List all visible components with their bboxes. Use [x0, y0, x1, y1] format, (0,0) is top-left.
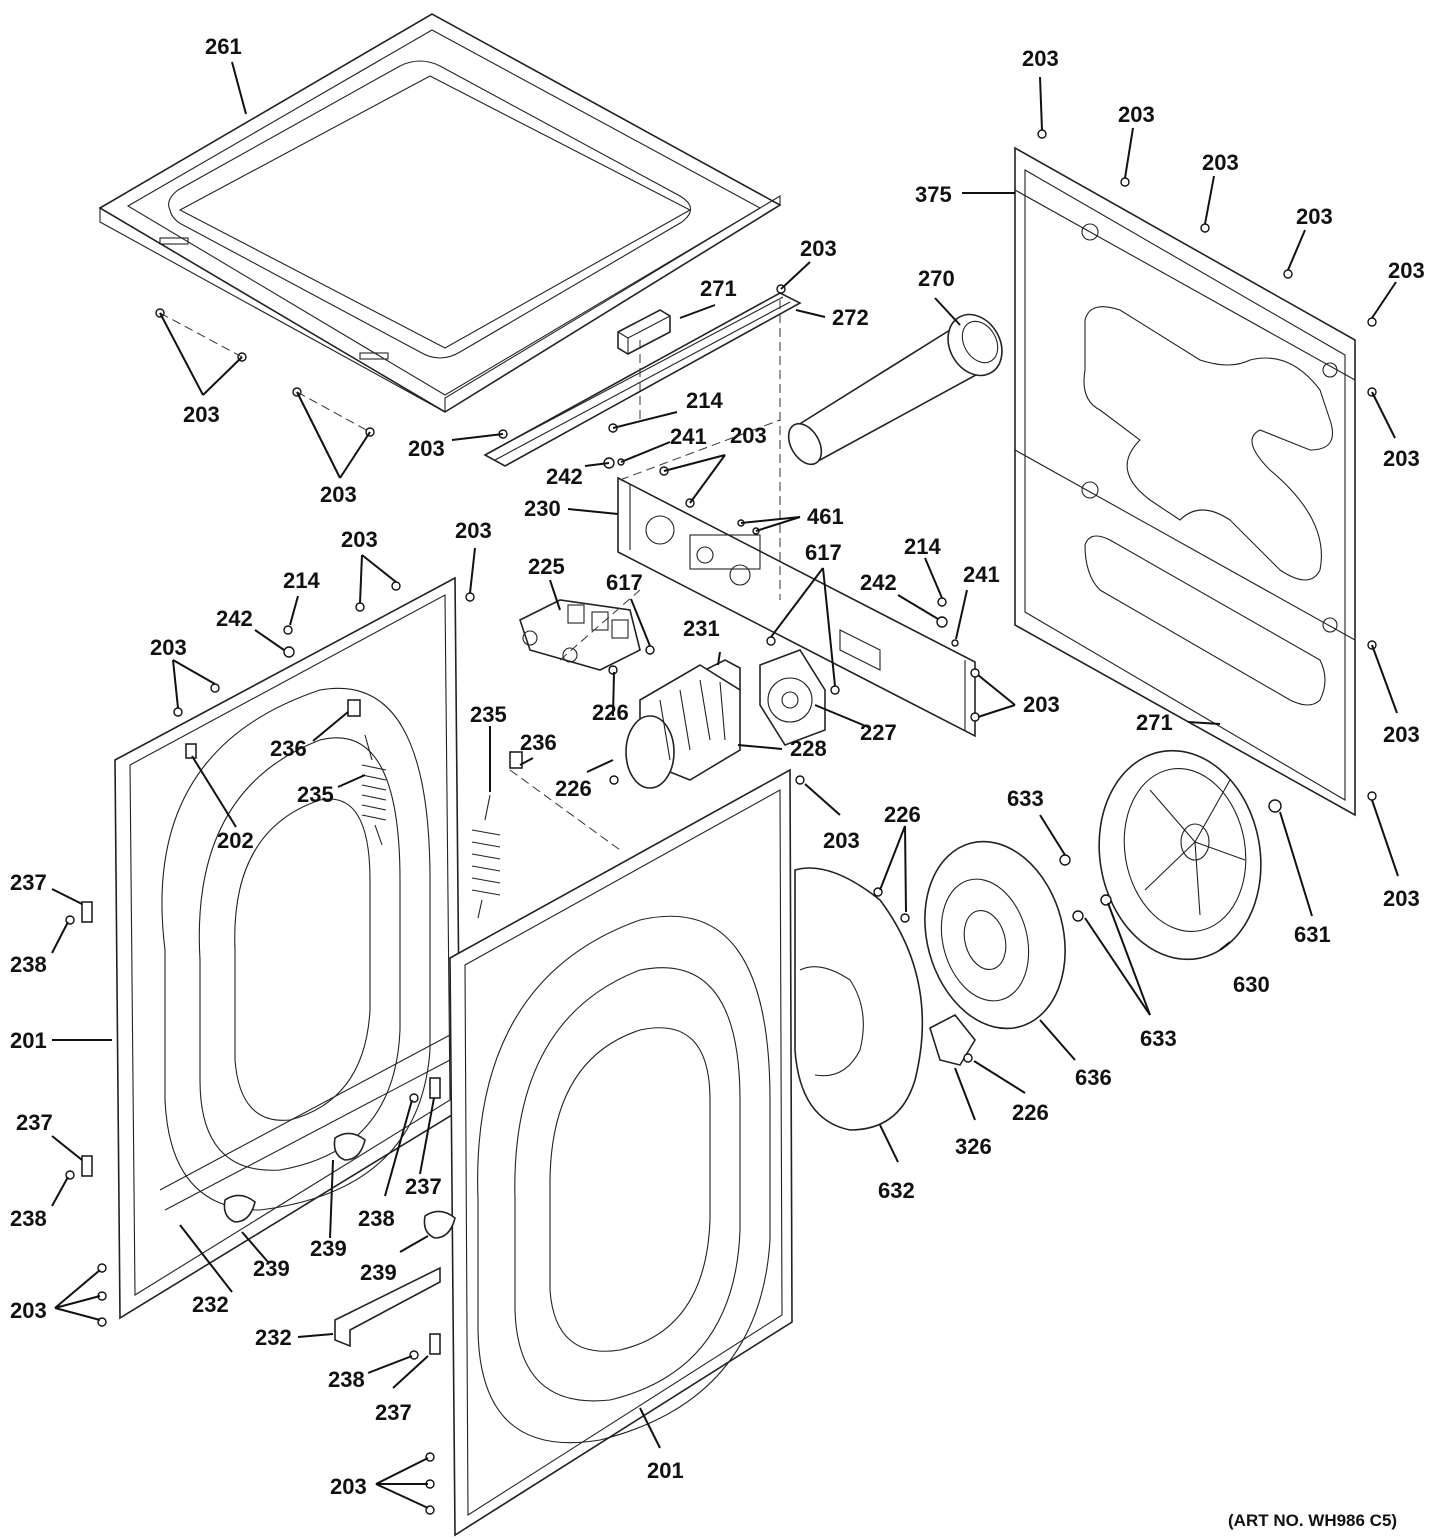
screws-part	[65, 129, 1377, 1515]
callout-461: 461	[807, 504, 844, 529]
callout-203: 203	[10, 1298, 47, 1323]
side-panel-left-part	[114, 576, 461, 1320]
callout-203: 203	[1022, 46, 1059, 71]
callout-238: 238	[10, 1206, 47, 1231]
alignment-lines	[159, 300, 781, 851]
callout-203: 203	[455, 518, 492, 543]
leader-lines	[51, 61, 1399, 1509]
callout-214: 214	[904, 534, 941, 559]
callout-214: 214	[283, 568, 320, 593]
clips-part	[81, 699, 523, 1355]
tub-hose-part	[787, 313, 1003, 466]
callout-633: 633	[1140, 1026, 1177, 1051]
callout-237: 237	[10, 870, 47, 895]
callout-617: 617	[805, 540, 842, 565]
callout-239: 239	[360, 1260, 397, 1285]
callout-203: 203	[1383, 722, 1420, 747]
callout-203: 203	[823, 828, 860, 853]
callout-237: 237	[405, 1174, 442, 1199]
callout-203: 203	[800, 236, 837, 261]
fan-part	[759, 649, 826, 746]
callout-203: 203	[1296, 204, 1333, 229]
callout-232: 232	[255, 1325, 292, 1350]
callout-225: 225	[528, 554, 565, 579]
callout-239: 239	[310, 1236, 347, 1261]
springs-part	[361, 734, 501, 919]
callout-239: 239	[253, 1256, 290, 1281]
callout-236: 236	[270, 736, 307, 761]
top-rail-part	[483, 292, 802, 467]
callout-236: 236	[520, 730, 557, 755]
callout-238: 238	[10, 952, 47, 977]
callout-203: 203	[1118, 102, 1155, 127]
callout-203: 203	[183, 402, 220, 427]
callout-235: 235	[297, 782, 334, 807]
callout-226: 226	[592, 700, 629, 725]
top-cover-part	[98, 13, 782, 413]
stator-part	[924, 840, 1066, 1030]
side-panel-front-part	[449, 768, 793, 1537]
callout-237: 237	[16, 1110, 53, 1135]
callout-617: 617	[606, 570, 643, 595]
callout-242: 242	[216, 606, 253, 631]
callout-203: 203	[1202, 150, 1239, 175]
rotor-bolt-part	[1268, 799, 1282, 813]
callout-203: 203	[330, 1474, 367, 1499]
callout-201: 201	[10, 1028, 47, 1053]
callout-242: 242	[860, 570, 897, 595]
callout-633: 633	[1007, 786, 1044, 811]
lower-bracket-part	[334, 1266, 441, 1348]
callout-203: 203	[320, 482, 357, 507]
callout-271: 271	[700, 276, 737, 301]
control-bracket-part	[617, 476, 976, 738]
air-duct-part	[625, 664, 741, 789]
callout-203: 203	[341, 527, 378, 552]
callout-261: 261	[205, 34, 242, 59]
callout-228: 228	[790, 736, 827, 761]
callout-labels: 261 203 203 271 272 203 203 214 241 242 …	[10, 34, 1425, 1530]
callout-203: 203	[1023, 692, 1060, 717]
hall-sensor-part	[929, 1013, 976, 1066]
callout-226: 226	[884, 802, 921, 827]
callout-241: 241	[963, 562, 1000, 587]
callout-232: 232	[192, 1292, 229, 1317]
callout-203: 203	[1388, 258, 1425, 283]
callout-227: 227	[860, 720, 897, 745]
callout-242: 242	[546, 464, 583, 489]
callout-203: 203	[150, 635, 187, 660]
callout-230: 230	[524, 496, 561, 521]
callout-271: 271	[1136, 710, 1173, 735]
callout-238: 238	[358, 1206, 395, 1231]
callout-214: 214	[686, 388, 723, 413]
callout-326: 326	[955, 1134, 992, 1159]
tub-back-part	[794, 867, 924, 1131]
callout-636: 636	[1075, 1065, 1112, 1090]
callout-375: 375	[915, 182, 952, 207]
callout-632: 632	[878, 1178, 915, 1203]
water-valve-part	[519, 599, 641, 671]
callout-631: 631	[1294, 922, 1331, 947]
callout-226: 226	[555, 776, 592, 801]
callout-272: 272	[832, 305, 869, 330]
callout-226: 226	[1012, 1100, 1049, 1125]
callout-238: 238	[328, 1367, 365, 1392]
callout-203: 203	[1383, 886, 1420, 911]
callout-203: 203	[1383, 446, 1420, 471]
callout-201: 201	[647, 1458, 684, 1483]
rear-panel-part	[1014, 146, 1356, 817]
callout-231: 231	[683, 616, 720, 641]
callout-203: 203	[408, 436, 445, 461]
callout-202: 202	[217, 828, 254, 853]
callout-237: 237	[375, 1400, 412, 1425]
rotor-part	[1098, 749, 1262, 961]
art-number: (ART NO. WH986 C5)	[1228, 1511, 1397, 1530]
callout-235: 235	[470, 702, 507, 727]
callout-270: 270	[918, 266, 955, 291]
callout-241: 241	[670, 424, 707, 449]
callout-203: 203	[730, 423, 767, 448]
callout-630: 630	[1233, 972, 1270, 997]
